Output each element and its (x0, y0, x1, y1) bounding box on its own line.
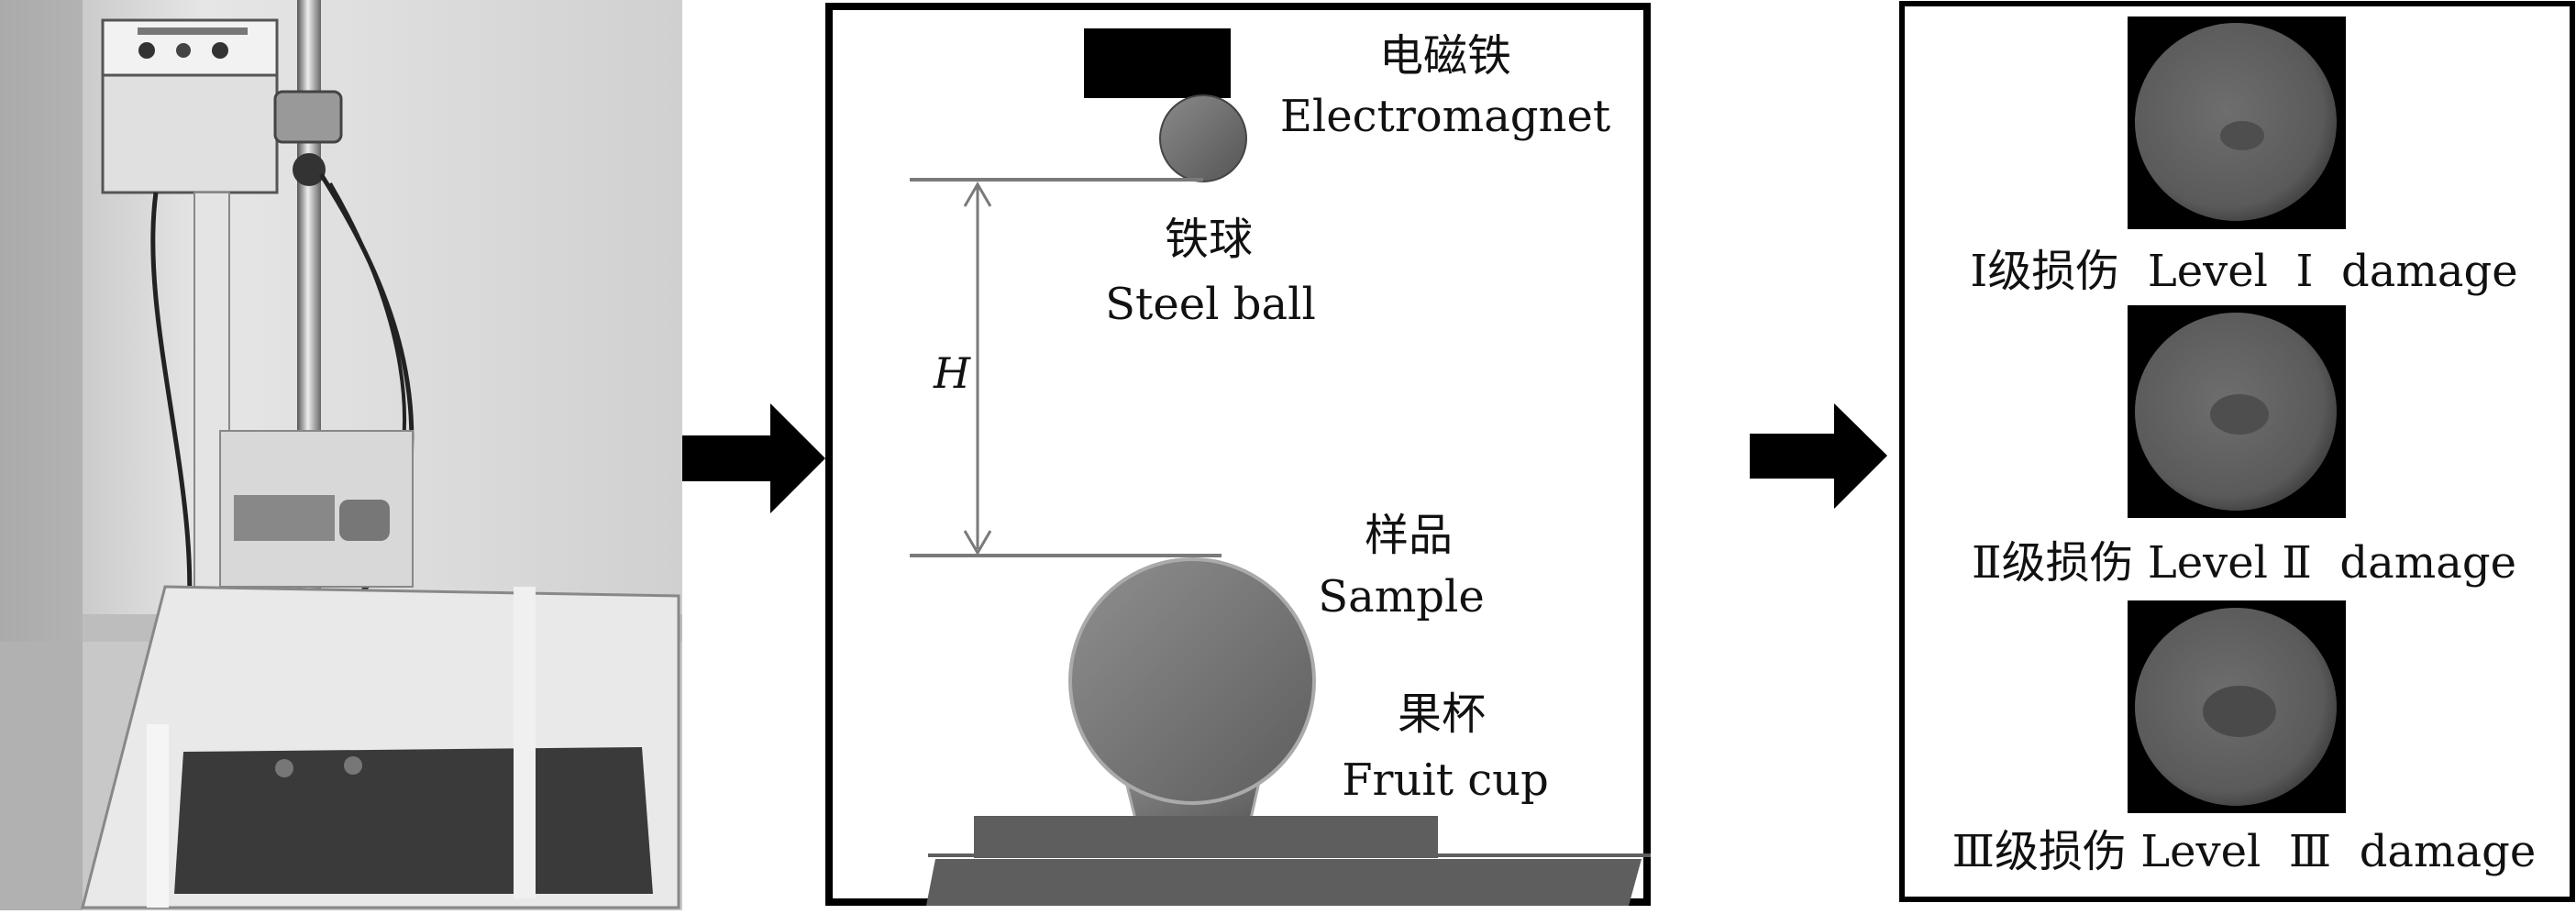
steel-ball-label-en: Steel ball (1105, 279, 1316, 330)
damage-levels-panel: Ⅰ级损伤 Level Ⅰ damage Ⅱ级损伤 Level Ⅱ damage … (1898, 0, 2576, 903)
electromagnet-label-en: Electromagnet (1280, 91, 1610, 142)
apparatus-photo (0, 0, 682, 910)
fruit-cup-label-zh: 果杯 (1398, 688, 1486, 740)
height-label: H (933, 348, 971, 398)
damage-levels-drawing: Ⅰ级损伤 Level Ⅰ damage Ⅱ级损伤 Level Ⅱ damage … (1899, 1, 2575, 902)
base-stand (926, 859, 1642, 906)
base-plate (974, 816, 1438, 858)
electromagnet-block (1084, 28, 1231, 98)
electromagnet-label-zh: 电磁铁 (1379, 30, 1511, 82)
schematic-drawing: H 电磁铁 Electromagnet 铁球 Steel ball 样品 Sam… (825, 3, 1660, 906)
arrow-right-icon (1750, 403, 1887, 509)
level-1-label: Ⅰ级损伤 Level Ⅰ damage (1970, 246, 2517, 297)
steel-ball (1159, 94, 1247, 182)
steel-ball-label-zh: 铁球 (1165, 214, 1253, 265)
level-3-image (2128, 600, 2346, 813)
drop-test-schematic: H 电磁铁 Electromagnet 铁球 Steel ball 样品 Sam… (825, 3, 1660, 906)
sample-fruit (1068, 557, 1316, 805)
level-2-image (2128, 305, 2346, 518)
level-3-label: Ⅲ级损伤 Level Ⅲ damage (1952, 826, 2537, 877)
sample-label-en: Sample (1318, 571, 1485, 622)
level-2-label: Ⅱ级损伤 Level Ⅱ damage (1972, 537, 2516, 589)
arrow-right-icon (682, 403, 825, 513)
fruit-cup-label-en: Fruit cup (1342, 754, 1549, 806)
apparatus-photo-drawing (0, 0, 682, 910)
level-1-image (2128, 17, 2346, 229)
sample-label-zh: 样品 (1365, 510, 1453, 561)
